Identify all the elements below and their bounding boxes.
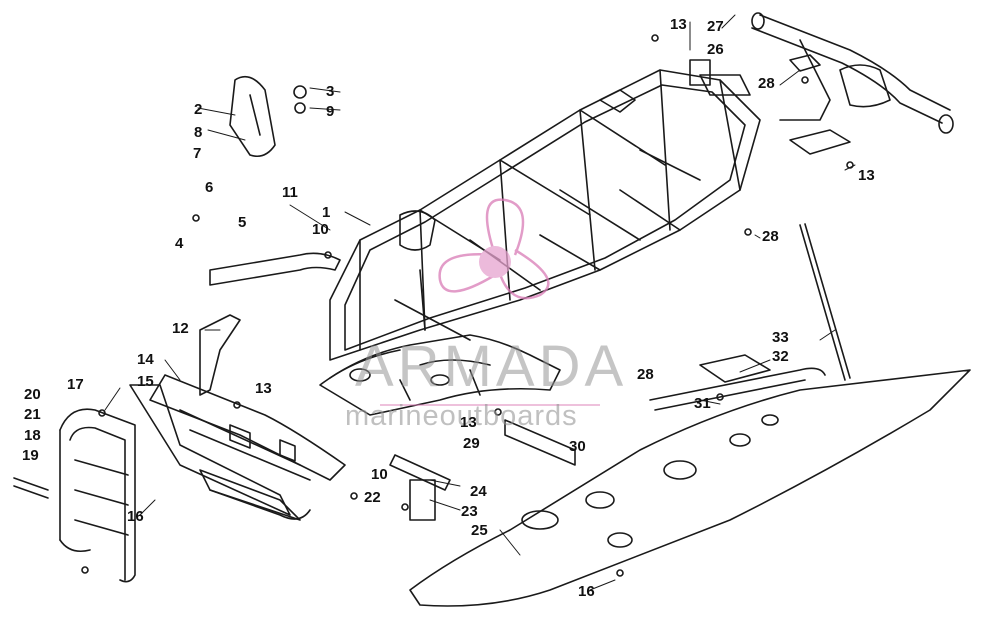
callout-1: 1 xyxy=(322,204,331,221)
callout-12: 12 xyxy=(172,320,189,337)
callout-2: 2 xyxy=(194,101,203,118)
watermark-brand: ARMADA xyxy=(355,334,628,399)
callout-14: 14 xyxy=(137,351,154,368)
callout-23: 23 xyxy=(461,503,478,520)
callout-29: 29 xyxy=(463,435,480,452)
footrest-bar xyxy=(649,354,826,411)
callout-9: 9 xyxy=(326,103,335,120)
leader-lines xyxy=(104,14,856,591)
callout-6: 6 xyxy=(205,179,214,196)
callout-28b: 28 xyxy=(762,228,779,245)
callout-7: 7 xyxy=(193,145,202,162)
callout-10a: 10 xyxy=(312,221,329,238)
callout-26: 26 xyxy=(707,41,724,58)
callout-13d: 13 xyxy=(460,414,477,431)
callout-30: 30 xyxy=(569,438,586,455)
front-rack xyxy=(129,374,346,521)
callout-32: 32 xyxy=(772,348,789,365)
front-bumper xyxy=(13,408,136,583)
main-frame xyxy=(329,59,761,361)
frame-front-base xyxy=(319,334,561,416)
callout-28a: 28 xyxy=(758,75,775,92)
callout-17: 17 xyxy=(67,376,84,393)
callout-8: 8 xyxy=(194,124,203,141)
rod xyxy=(799,223,851,381)
callout-18: 18 xyxy=(24,427,41,444)
callout-3: 3 xyxy=(326,83,335,100)
callout-20: 20 xyxy=(24,386,41,403)
callout-11: 11 xyxy=(282,184,298,201)
callout-28c: 28 xyxy=(637,366,654,383)
callout-4: 4 xyxy=(175,235,184,252)
floor-plates xyxy=(389,419,576,521)
callout-13c: 13 xyxy=(255,380,272,397)
callout-16a: 16 xyxy=(127,508,144,525)
callout-33: 33 xyxy=(772,329,789,346)
callout-19: 19 xyxy=(22,447,39,464)
callout-31: 31 xyxy=(694,395,711,412)
rear-rack xyxy=(751,12,954,155)
callout-15: 15 xyxy=(137,373,154,390)
callout-27: 27 xyxy=(707,18,724,35)
headlight-pod xyxy=(229,75,307,158)
callout-13b: 13 xyxy=(858,167,875,184)
callout-13a: 13 xyxy=(670,16,687,33)
skid-plate xyxy=(409,369,971,607)
callout-25: 25 xyxy=(471,522,488,539)
callout-24: 24 xyxy=(470,483,487,500)
callout-22: 22 xyxy=(364,489,381,506)
callout-16b: 16 xyxy=(578,583,595,600)
front-bracket xyxy=(199,314,241,396)
watermark-tagline: marineoutboards xyxy=(345,400,578,432)
side-bar xyxy=(209,252,341,286)
callout-5: 5 xyxy=(238,214,247,231)
watermark-logo xyxy=(380,198,600,406)
callout-10b: 10 xyxy=(371,466,388,483)
callout-21: 21 xyxy=(24,406,41,423)
